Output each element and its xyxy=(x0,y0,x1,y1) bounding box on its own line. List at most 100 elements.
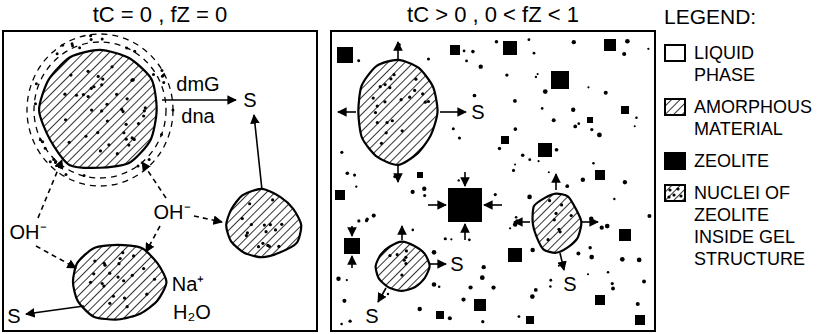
flow-arrow xyxy=(484,204,502,206)
zeolite-nucleus xyxy=(538,160,540,162)
zeolite-nucleus xyxy=(570,214,573,217)
zeolite-nucleus xyxy=(537,73,539,75)
zeolite-nucleus xyxy=(131,274,134,277)
zeolite-nucleus xyxy=(587,86,589,88)
zeolite-nucleus xyxy=(600,226,604,230)
zeolite-nucleus xyxy=(340,323,343,326)
zeolite-nucleus xyxy=(340,151,343,154)
panel-heading: tC > 0 , 0 < fZ < 1 xyxy=(332,2,654,28)
dissolved-species xyxy=(49,160,52,163)
zeolite-nucleus xyxy=(269,223,272,226)
dissolved-species xyxy=(171,109,174,112)
zeolite-nucleus xyxy=(518,315,521,318)
zeolite-nucleus xyxy=(541,107,544,110)
zeolite-nucleus xyxy=(573,125,577,129)
zeolite-nucleus xyxy=(144,106,147,109)
zeolite-nucleus xyxy=(97,75,100,78)
zeolite-nucleus xyxy=(280,223,283,226)
zeolite-nucleus xyxy=(241,217,244,220)
zeolite-nucleus xyxy=(452,127,455,130)
swatch-fill xyxy=(665,185,685,201)
zeolite-nucleus xyxy=(87,95,90,98)
zeolite-nucleus xyxy=(108,272,111,275)
zeolite-nucleus xyxy=(590,128,593,131)
zeolite-nucleus xyxy=(133,138,136,141)
zeolite-nucleus xyxy=(100,109,103,112)
zeolite-nucleus xyxy=(261,242,264,245)
zeolite-crystal xyxy=(501,136,509,144)
hydroxide-path xyxy=(146,226,160,252)
zeolite-nucleus xyxy=(461,297,465,301)
zeolite-nucleus xyxy=(438,286,440,288)
zeolite-nucleus xyxy=(99,149,102,152)
legend-item: NUCLEI OF ZEOLITE INSIDE GEL STRUCTURE xyxy=(664,182,817,270)
species-label: OH⁻ xyxy=(10,221,47,243)
zeolite-nucleus xyxy=(93,259,96,262)
zeolite-nucleus xyxy=(530,294,535,299)
zeolite-nucleus xyxy=(404,256,407,259)
zeolite-nucleus xyxy=(589,255,594,260)
hydroxide-path xyxy=(142,162,166,198)
zeolite-nucleus xyxy=(137,122,140,125)
zeolite-nucleus xyxy=(471,50,475,54)
zeolite-nucleus xyxy=(423,194,426,197)
flow-arrow xyxy=(26,306,84,314)
zeolite-nucleus xyxy=(119,257,122,260)
zeolite-crystal xyxy=(595,295,605,305)
zeolite-nucleus xyxy=(355,185,357,187)
zeolite-crystal xyxy=(337,47,353,63)
dissolved-species xyxy=(56,52,59,55)
zeolite-nucleus xyxy=(535,76,537,78)
zeolite-nucleus xyxy=(581,178,585,182)
dissolved-species xyxy=(160,133,163,136)
zeolite-nucleus xyxy=(611,287,615,291)
zeolite-nucleus xyxy=(387,293,389,295)
zeolite-nucleus xyxy=(549,285,552,288)
zeolite-nucleus xyxy=(336,276,340,280)
zeolite-nucleus xyxy=(348,319,351,322)
zeolite-nucleus xyxy=(565,184,569,188)
zeolite-nucleus xyxy=(637,258,642,263)
dissolved-species xyxy=(39,138,42,141)
swatch-dot xyxy=(672,193,675,196)
amorphous-particle xyxy=(533,194,582,253)
zeolite-nucleus xyxy=(558,265,560,267)
flow-arrow xyxy=(560,253,564,270)
zeolite-nucleus xyxy=(117,262,120,265)
zeolite-nucleus xyxy=(498,147,501,150)
zeolite-nucleus xyxy=(86,70,89,73)
zeolite-nucleus xyxy=(100,83,103,86)
zeolite-nucleus xyxy=(427,100,430,103)
zeolite-nucleus xyxy=(494,193,497,196)
flow-arrow xyxy=(464,172,466,186)
species-label: S xyxy=(243,89,256,111)
zeolite-nucleus xyxy=(69,73,72,76)
zeolite-nucleus xyxy=(432,282,437,287)
swatch-dot xyxy=(679,194,682,197)
zeolite-nucleus xyxy=(350,258,353,261)
zeolite-nucleus xyxy=(131,78,134,81)
hydroxide-path xyxy=(36,246,76,268)
zeolite-nucleus xyxy=(257,245,260,248)
legend-item: AMORPHOUS MATERIAL xyxy=(664,96,817,140)
zeolite-nucleus xyxy=(116,152,119,155)
dissolved-species xyxy=(160,69,163,72)
zeolite-nucleus xyxy=(263,223,266,226)
species-label: S xyxy=(365,305,378,327)
amorphous-particle xyxy=(376,242,430,291)
flow-arrow xyxy=(428,204,446,206)
zeolite-nucleus xyxy=(121,251,124,254)
amorphous-particle xyxy=(358,60,437,165)
zeolite-nucleus xyxy=(512,169,515,172)
amorphous-particle xyxy=(73,245,167,320)
zeolite-nucleus xyxy=(448,316,452,320)
zeolite-nucleus xyxy=(248,202,251,205)
zeolite-nucleus xyxy=(246,231,249,234)
zeolite-nucleus xyxy=(515,219,519,223)
dissolved-species xyxy=(125,47,128,50)
panel-heading: tC = 0 , fZ = 0 xyxy=(4,2,316,28)
zeolite-nucleus xyxy=(357,219,360,222)
dissolved-species xyxy=(35,82,38,85)
zeolite-nucleus xyxy=(465,59,468,62)
zeolite-nucleus xyxy=(385,131,388,134)
